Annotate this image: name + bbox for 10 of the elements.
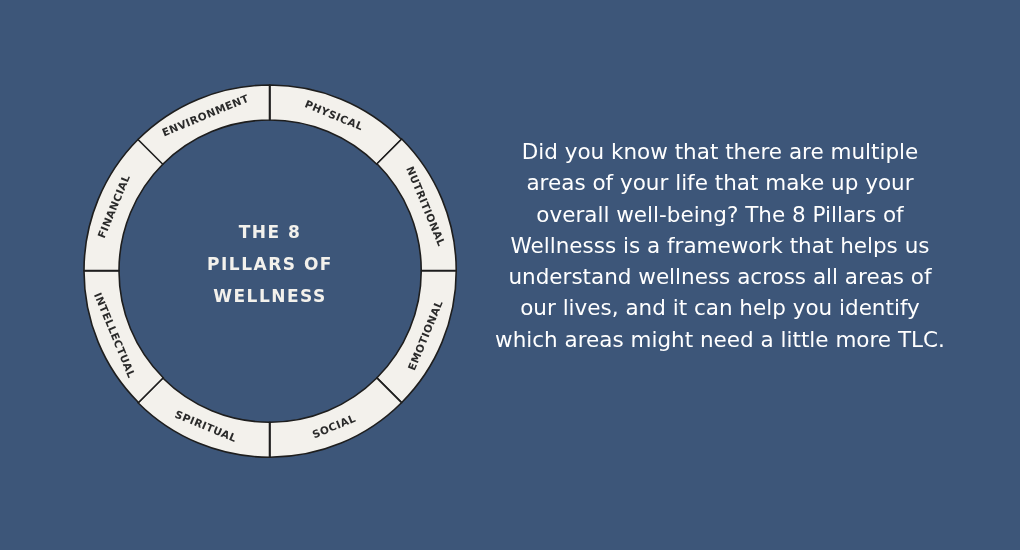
ring-segment	[376, 139, 456, 271]
description-paragraph: Did you know that there are multiple areas of your life that make up your overall well-being? The 8 Pillars of Wellnesss is a framework that helps us understand wellness across all areas of our lives, and it can help you identify which areas might need a little more TLC.	[495, 138, 945, 354]
diagram-title: THE 8 PILLARS OF WELLNESS	[206, 221, 334, 308]
ring-segment	[376, 271, 456, 403]
ring-segment	[84, 139, 164, 271]
ring-segment	[270, 85, 402, 165]
ring-segment	[138, 377, 270, 457]
ring-segment	[138, 85, 270, 165]
ring-segment	[270, 377, 402, 457]
ring-segment	[84, 271, 164, 403]
